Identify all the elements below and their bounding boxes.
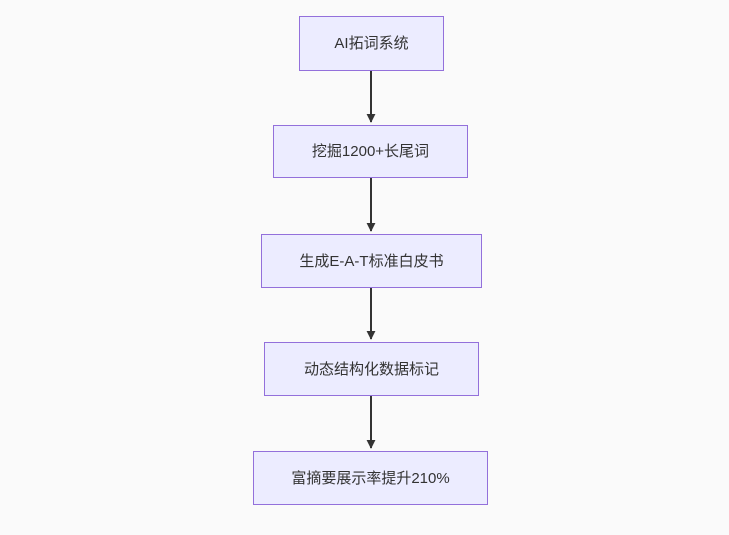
flow-node-structured-data: 动态结构化数据标记 <box>264 342 479 396</box>
flow-node-label: 挖掘1200+长尾词 <box>311 143 430 160</box>
flow-node-label: 动态结构化数据标记 <box>303 360 439 378</box>
flow-node-longtail-mining: 挖掘1200+长尾词 <box>273 125 468 178</box>
flow-node-label: 生成E-A-T标准白皮书 <box>299 252 444 270</box>
flow-node-label: AI拓词系统 <box>334 35 409 52</box>
flow-node-rich-snippet-result: 富摘要展示率提升210% <box>253 451 488 505</box>
flow-node-label: 富摘要展示率提升210% <box>291 469 450 487</box>
flow-node-ai-keyword-system: AI拓词系统 <box>299 16 444 71</box>
flow-node-eat-whitepaper: 生成E-A-T标准白皮书 <box>261 234 482 288</box>
